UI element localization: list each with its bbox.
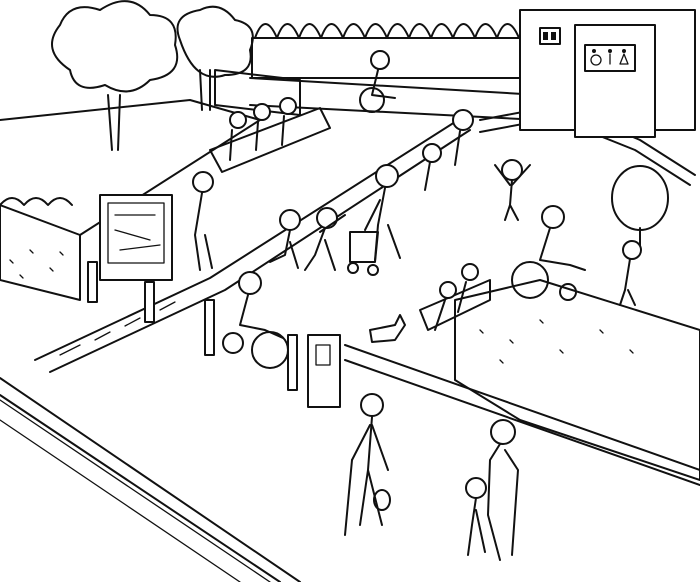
child: [619, 240, 642, 306]
stroller: [349, 231, 379, 263]
right-planter: [344, 279, 700, 486]
wheelchair-icon: [590, 49, 602, 66]
toilet-icon: [551, 32, 556, 40]
bag: [373, 489, 391, 511]
bollard: [204, 299, 215, 356]
wheelchair-user: [222, 271, 289, 369]
tree: [176, 5, 254, 111]
standing-elder: [192, 171, 214, 271]
child: [269, 209, 301, 269]
restroom-building: [519, 9, 696, 138]
person-icon: [619, 49, 629, 65]
left-planter: [0, 99, 261, 301]
person-icon: [608, 49, 612, 65]
wheelchair-user: [359, 50, 396, 113]
bollard: [144, 281, 155, 323]
child: [494, 159, 531, 221]
toilet-icon: [543, 32, 548, 40]
bollard: [287, 334, 298, 391]
bench: [419, 279, 491, 331]
foreground-sidewalk: [0, 377, 301, 582]
tree: [611, 165, 669, 249]
drinking-fountain: [307, 334, 341, 408]
seated-people: [229, 97, 297, 161]
tree: [51, 0, 179, 151]
wheelchair-user: [511, 205, 586, 301]
family-group: [422, 109, 474, 191]
bollard: [87, 261, 98, 303]
child: [304, 207, 346, 271]
dog: [369, 314, 406, 343]
seated-people: [434, 263, 479, 331]
adult-with-child: [465, 419, 519, 561]
crutch: [344, 459, 353, 536]
information-board: [99, 194, 173, 281]
person-with-crutch: [344, 393, 391, 536]
adult-with-stroller: [347, 164, 401, 276]
